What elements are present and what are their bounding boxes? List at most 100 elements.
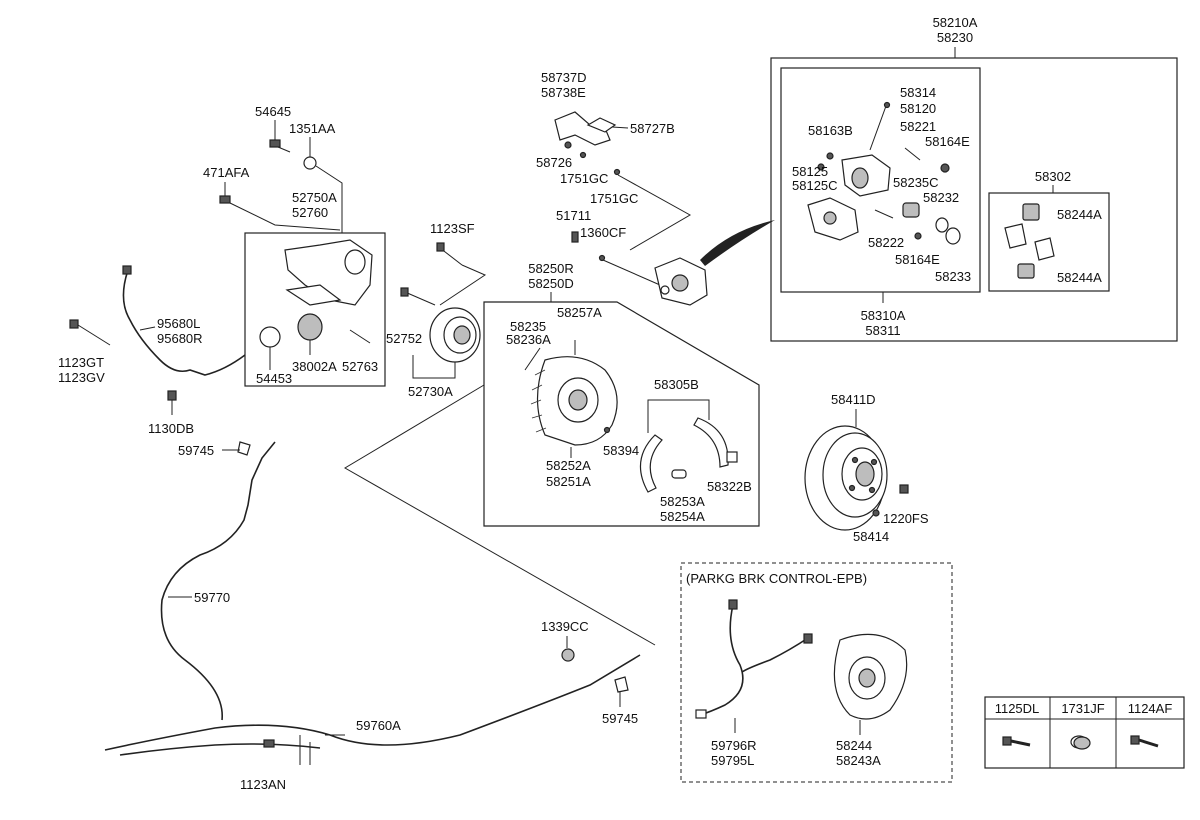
label-58738e: 58738E (541, 85, 586, 100)
label-58232: 58232 (923, 190, 959, 205)
label-58254a: 58254A (660, 509, 705, 524)
label-58394: 58394 (603, 443, 639, 458)
legend-header-1125dl: 1125DL (995, 701, 1040, 716)
label-1360cf: 1360CF (580, 225, 626, 240)
backing-plate-box (483, 301, 760, 527)
label-58230: 58230 (937, 30, 973, 45)
bushing-38002a (297, 313, 323, 341)
label-54453: 54453 (256, 371, 292, 386)
label-58244a-lower: 58244A (1057, 270, 1102, 285)
label-95680l: 95680L (157, 316, 200, 331)
brake-shoe-left (639, 434, 663, 493)
label-58411d: 58411D (831, 392, 876, 407)
label-58311: 58311 (865, 323, 900, 338)
epb-group: (PARKG BRK CONTROL-EPB) 59796R 59795L 58… (680, 562, 953, 783)
label-58210a: 58210A (933, 15, 978, 30)
label-58164e-lower: 58164E (895, 252, 940, 267)
epb-box (680, 562, 953, 783)
label-58221: 58221 (900, 119, 936, 134)
label-58244a-upper: 58244A (1057, 207, 1102, 222)
epb-wire (699, 604, 744, 716)
rotor-group: 58411D 1220FS 58414 (804, 392, 929, 544)
bolt-icon-1125dl (1002, 736, 1031, 747)
parking-bracket-group: 58737D 58738E 58727B 58726 1751GC 1751GC… (536, 70, 708, 306)
brake-rotor-part (804, 425, 888, 531)
label-54645: 54645 (255, 104, 291, 119)
label-1751gc-right: 1751GC (590, 191, 638, 206)
label-58310a: 58310A (861, 308, 906, 323)
epb-title: (PARKG BRK CONTROL-EPB) (686, 571, 867, 586)
label-95680r: 95680R (157, 331, 203, 346)
dust-shield-part (833, 633, 908, 720)
label-471afa: 471AFA (203, 165, 250, 180)
label-58305b: 58305B (654, 377, 699, 392)
backing-plate-part (530, 356, 618, 446)
hub-bearing-part (429, 307, 481, 363)
bolt-icon-1124af (1130, 735, 1159, 748)
label-58233: 58233 (935, 269, 971, 284)
knuckle-group: 54645 1351AA 471AFA 52750A 52760 54453 3… (58, 104, 386, 436)
plug-icon-1731jf (1070, 735, 1091, 750)
label-59760a: 59760A (356, 718, 401, 733)
label-59745-left: 59745 (178, 443, 214, 458)
label-1751gc-left: 1751GC (560, 171, 608, 186)
label-59770: 59770 (194, 590, 230, 605)
label-1220fs: 1220FS (883, 511, 929, 526)
label-52752: 52752 (386, 331, 422, 346)
cable-59760a (104, 654, 641, 751)
label-52760: 52760 (292, 205, 328, 220)
label-58243a: 58243A (836, 753, 881, 768)
label-51711: 51711 (556, 208, 591, 223)
label-58737d: 58737D (541, 70, 587, 85)
label-58120: 58120 (900, 101, 936, 116)
caliper-body-part (807, 101, 961, 245)
label-1123sf: 1123SF (430, 221, 475, 236)
cable-59770 (160, 441, 276, 721)
label-58726: 58726 (536, 155, 572, 170)
label-58322b: 58322B (707, 479, 752, 494)
label-59796r: 59796R (711, 738, 757, 753)
label-58236a: 58236A (506, 332, 551, 347)
hub-group: 1123SF 52752 52730A (386, 221, 487, 399)
label-58163b: 58163B (808, 123, 853, 138)
label-58251a: 58251A (546, 474, 591, 489)
label-1339cc: 1339CC (541, 619, 589, 634)
label-1130db: 1130DB (148, 421, 194, 436)
label-52763: 52763 (342, 359, 378, 374)
caliper-assembly-box (770, 57, 1178, 342)
caliper-housing-box (780, 67, 981, 293)
abs-sensor-wire (122, 269, 246, 376)
label-1123gt: 1123GT (58, 355, 104, 370)
parking-cable-group: 59745 59770 1123AN 59760A 1339CC 59745 (104, 441, 641, 792)
label-52730a: 52730A (408, 384, 453, 399)
label-58244: 58244 (836, 738, 872, 753)
label-58253a: 58253A (660, 494, 705, 509)
legend-header-1124af: 1124AF (1128, 701, 1173, 716)
label-58164e-upper: 58164E (925, 134, 970, 149)
label-58257a: 58257A (557, 305, 602, 320)
label-58727b: 58727B (630, 121, 675, 136)
label-58250r: 58250R (528, 261, 574, 276)
label-1123an: 1123AN (240, 777, 286, 792)
caliper-assembly-group: 58210A 58230 58314 58120 58163B 58221 5 (700, 15, 1178, 342)
label-58414: 58414 (853, 529, 889, 544)
label-1123gv: 1123GV (58, 370, 105, 385)
label-1351aa: 1351AA (289, 121, 336, 136)
bushing-54453 (259, 326, 281, 348)
knuckle-part (284, 239, 373, 306)
brake-shoe-right (693, 417, 729, 468)
label-58314: 58314 (900, 85, 936, 100)
legend-header-1731jf: 1731JF (1061, 701, 1104, 716)
assembly-arrow (700, 220, 775, 266)
label-52750a: 52750A (292, 190, 337, 205)
label-58235: 58235 (510, 319, 546, 334)
caliper-mount-part (654, 257, 708, 306)
label-58252a: 58252A (546, 458, 591, 473)
label-59795l: 59795L (711, 753, 754, 768)
label-38002a: 38002A (292, 359, 337, 374)
brake-pad-part (1004, 203, 1055, 279)
fastener-legend-table: 1125DL 1731JF 1124AF (984, 696, 1185, 769)
pad-kit-box (988, 192, 1110, 292)
bracket-part (554, 111, 611, 146)
label-59745-right: 59745 (602, 711, 638, 726)
